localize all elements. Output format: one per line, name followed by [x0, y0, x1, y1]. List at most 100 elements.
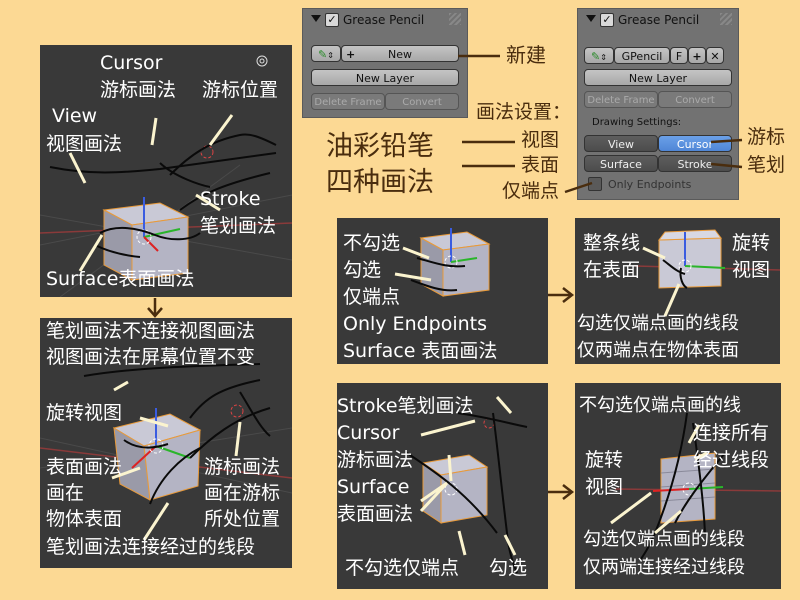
mode-stroke-button[interactable]: Stroke [658, 155, 732, 172]
vp1-stroke-en: Stroke [200, 188, 261, 210]
vp2-surface-2: 画在 [46, 482, 85, 504]
vp3-endpoints: 仅端点 [343, 286, 401, 308]
vp4-rotate-2: 视图 [732, 259, 771, 281]
close-icon: ✕ [710, 50, 720, 63]
vp4-bottom-1: 勾选仅端点画的线段 [577, 313, 739, 334]
vp5-cursor-en: Cursor [337, 422, 400, 444]
cube[interactable] [657, 229, 722, 289]
vp2-cursor-1: 游标画法 [204, 456, 281, 478]
viewport-surface-rotated[interactable]: 整条线 在表面 旋转 视图 勾选仅端点画的线段 仅两端点在物体表面 [575, 218, 780, 364]
vp1-view-en: View [52, 105, 98, 127]
viewport-stroke-endpoints[interactable]: Stroke笔划画法 Cursor 游标画法 Surface 表面画法 不勾选仅… [337, 383, 548, 589]
add-gpencil-button[interactable]: + [688, 47, 706, 64]
enable-checkbox[interactable]: ✓ [325, 13, 339, 27]
scene [40, 55, 292, 297]
updown-icon: ⇕ [327, 51, 334, 60]
vp1-stroke-zh: 笔划画法 [200, 215, 277, 237]
vp6-top: 不勾选仅端点画的线 [579, 395, 741, 416]
callout-view: 视图 [521, 129, 560, 151]
new-label: New [388, 48, 412, 61]
mode-surface-button[interactable]: Surface [584, 155, 658, 172]
delete-frame-button[interactable]: Delete Frame [584, 91, 658, 108]
nav-icon[interactable] [256, 55, 268, 67]
vp2-cursor-2: 画在游标 [204, 482, 281, 504]
callout-new: 新建 [506, 43, 546, 67]
vp2-line1: 笔划画法不连接视图画法 [46, 320, 256, 342]
vp3-only-endpoints: Only Endpoints [343, 313, 488, 335]
pencil-icon: ✎ [591, 50, 601, 63]
drawing-settings-label: Drawing Settings: [592, 117, 682, 128]
mode-view-button[interactable]: View [584, 135, 658, 152]
viewport-surface-endpoints[interactable]: 不勾选 勾选 仅端点 Only Endpoints Surface 表面画法 [337, 218, 548, 364]
new-layer-button[interactable]: New Layer [584, 69, 732, 86]
main-title-line1: 油彩铅笔 [326, 131, 434, 162]
updown-icon: ⇕ [600, 53, 607, 62]
mode-cursor-button[interactable]: Cursor [658, 135, 732, 152]
vp5-stroke: Stroke笔划画法 [337, 395, 474, 417]
vp5-surface-zh: 表面画法 [337, 503, 414, 525]
vp3-checked: 勾选 [343, 259, 382, 281]
vp4-rotate-1: 旋转 [732, 232, 771, 254]
vp1-view-zh: 视图画法 [46, 133, 123, 155]
vp3-unchecked: 不勾选 [343, 232, 401, 254]
callout-surface: 表面 [521, 154, 560, 176]
grease-pencil-panel-settings: ✓ Grease Pencil ✎⇕ GPencil F + ✕ New Lay… [577, 8, 739, 200]
convert-button[interactable]: Convert [385, 93, 459, 110]
vp6-rotate-2: 视图 [585, 476, 624, 498]
vp6-bottom-2: 仅两端连接经过线段 [583, 557, 745, 578]
viewport-four-modes[interactable]: Cursor 游标画法 游标位置 View 视图画法 Stroke 笔划画法 S… [40, 45, 292, 297]
vp1-cursor-en: Cursor [100, 52, 163, 74]
viewport-rotated[interactable]: 笔划画法不连接视图画法 视图画法在屏幕位置不变 旋转视图 表面画法 画在 物体表… [40, 318, 292, 568]
drag-grip-icon[interactable] [720, 13, 732, 25]
scene [40, 363, 292, 541]
vp6-bottom-1: 勾选仅端点画的线段 [583, 529, 745, 550]
callout-stroke: 笔划 [747, 154, 786, 176]
callout-drawing-settings: 画法设置： [476, 101, 572, 123]
panel-title: Grease Pencil [343, 13, 425, 27]
vp1-cursor-zh: 游标画法 [100, 79, 177, 101]
collapse-triangle-icon[interactable] [311, 15, 321, 22]
new-layer-button[interactable]: New Layer [311, 69, 459, 86]
fake-user-button[interactable]: F [670, 47, 688, 64]
scene [610, 412, 781, 560]
vp2-surface-1: 表面画法 [46, 456, 123, 478]
drag-grip-icon[interactable] [449, 13, 461, 25]
scene [394, 228, 491, 297]
vp5-unchecked: 不勾选仅端点 [345, 557, 460, 579]
scene [406, 396, 528, 574]
gpencil-name-field[interactable]: GPencil [614, 47, 670, 64]
vp4-whole-line-2: 在表面 [583, 259, 641, 281]
viewport-stroke-rotated[interactable]: 不勾选仅端点画的线 连接所有 经过线段 旋转 视图 勾选仅端点画的线段 仅两端连… [575, 383, 781, 589]
callout-cursor: 游标 [747, 126, 786, 148]
delete-frame-button[interactable]: Delete Frame [311, 93, 385, 110]
vp1-surface: Surface表面画法 [46, 268, 195, 290]
pencil-type-selector[interactable]: ✎⇕ [584, 47, 614, 64]
pencil-type-selector[interactable]: ✎⇕ [311, 45, 341, 62]
panel-header[interactable]: ✓ Grease Pencil [578, 9, 738, 31]
vp5-checked: 勾选 [489, 557, 528, 579]
cube[interactable] [419, 231, 491, 297]
pencil-icon: ✎ [318, 48, 328, 61]
plus-icon: + [346, 48, 356, 61]
main-title-line2: 四种画法 [326, 167, 434, 198]
only-endpoints-label: Only Endpoints [608, 178, 692, 191]
vp2-cursor-3: 所处位置 [204, 508, 281, 530]
unlink-gpencil-button[interactable]: ✕ [706, 47, 724, 64]
new-gpencil-button[interactable]: + New [341, 45, 459, 62]
vp6-connect-1: 连接所有 [693, 422, 770, 444]
convert-button[interactable]: Convert [658, 91, 732, 108]
vp4-whole-line-1: 整条线 [583, 232, 641, 254]
enable-checkbox[interactable]: ✓ [600, 13, 614, 27]
callout-only-endpoints: 仅端点 [502, 180, 560, 202]
vp2-bottom: 笔划画法连接经过的线段 [46, 536, 256, 558]
vp6-connect-2: 经过线段 [693, 449, 770, 471]
collapse-triangle-icon[interactable] [586, 15, 596, 22]
vp5-surface-en: Surface [337, 476, 410, 498]
grease-pencil-panel-new: ✓ Grease Pencil ✎⇕ + New New Layer Delet… [302, 8, 468, 118]
panel-title: Grease Pencil [618, 13, 700, 27]
scene [634, 229, 780, 317]
panel-header[interactable]: ✓ Grease Pencil [303, 9, 467, 31]
vp1-cursor-position: 游标位置 [202, 79, 279, 101]
vp6-rotate-1: 旋转 [585, 449, 624, 471]
